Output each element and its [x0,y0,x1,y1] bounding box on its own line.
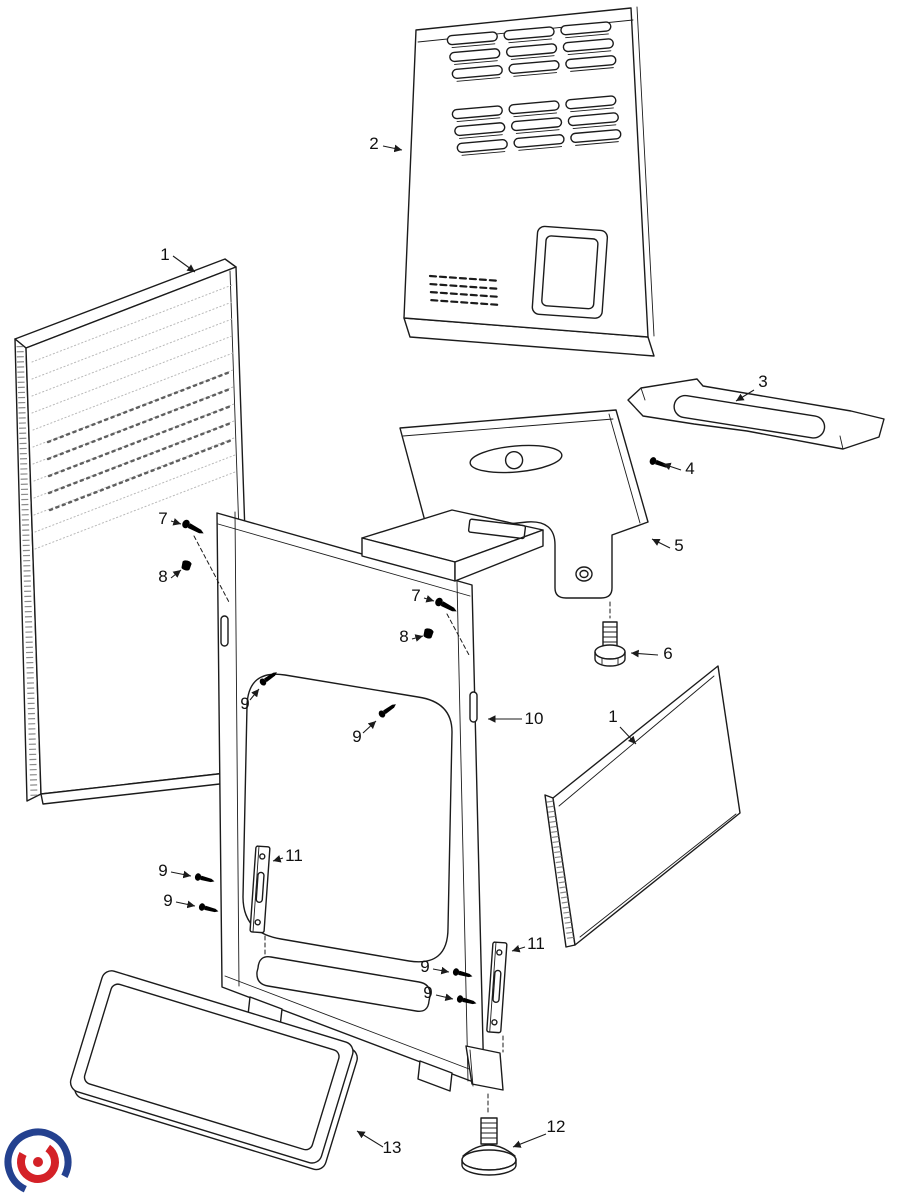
frame-left-rail-slot [220,615,229,647]
callout-leader-9-10 [249,688,260,701]
assembly-dashes [193,535,611,1115]
callout-leader-2-1 [382,144,403,153]
callout-leader-13-21 [356,1130,384,1148]
callout-leader-9-14 [432,966,450,975]
frame-corner-bracket [465,1045,504,1091]
back-panel-inset [531,225,609,319]
callout-label-8-7: 8 [158,567,167,586]
frame-vent-slot [256,956,431,1012]
part-12-leveling-foot [461,1117,517,1176]
callout-label-3-2: 3 [758,372,767,391]
side-panel-right-edge-hatch [546,800,575,942]
callout-leader-9-12 [170,870,192,879]
callout-label-1-0: 1 [160,245,169,264]
callout-label-10-16: 10 [525,709,544,728]
drawer-panel-face [69,970,354,1164]
callout-leader-12-20 [512,1133,547,1148]
callout-label-9-11: 9 [352,727,361,746]
callout-label-11-18: 11 [285,846,303,865]
callout-leader-8-9 [411,634,424,642]
callout-label-12-20: 12 [547,1117,566,1136]
callout-leader-1-17 [619,726,637,745]
callout-leader-9-15 [435,993,454,1001]
part-6-bolt [594,621,626,667]
callout-label-4-3: 4 [685,459,694,478]
part-11-bracket-left [249,845,271,934]
callout-label-9-13: 9 [163,891,172,910]
vent-louvers-middle [451,95,622,156]
part-5-support-bracket [361,409,649,599]
diagram-art [14,6,885,1176]
part-3-bracket-plate [627,378,885,450]
frame-left-rail-inner [234,511,240,987]
part-11-bracket-right [486,941,508,1034]
frame-foot-tab-right [417,1060,453,1092]
bracket-oval-hole [469,444,563,474]
callout-leader-7-6 [170,518,182,526]
vent-louvers-top [446,21,617,82]
back-panel-right-fold [636,6,655,337]
site-logo [1,1125,75,1199]
callout-leader-11-19 [511,945,526,953]
callout-label-5-4: 5 [674,536,683,555]
bracket-top-fold [402,418,614,437]
drawer-panel-inner-edge [83,983,340,1151]
bracket-shelf-side [454,529,544,582]
bracket-right-fold [608,413,641,524]
part-1-side-panel-right [544,665,741,948]
callout-label-9-14: 9 [420,957,429,976]
callout-label-11-19: 11 [527,934,545,953]
callout-leader-7-8 [423,595,435,603]
side-panel-right-face [552,665,741,946]
callout-leader-6-5 [630,649,659,658]
part-13-drawer-panel [69,970,358,1171]
vent-grid-small [428,274,499,306]
part-1-side-panel-left [14,258,256,805]
callout-label-6-5: 6 [663,644,672,663]
callout-leader-11-18 [272,855,284,863]
callout-leader-5-4 [651,538,671,549]
callout-label-7-6: 7 [158,509,167,528]
frame-top-rail-inner [217,523,471,597]
callout-leader-3-2 [735,389,755,402]
logo-swirl [17,1141,59,1183]
frame-opening [242,673,453,963]
side-panel-perforations [46,370,234,512]
part-10-frame [216,511,504,1092]
callout-label-7-8: 7 [411,586,420,605]
logo-center-dot [33,1157,43,1167]
side-panel-edge-hatch [16,345,38,797]
callout-label-8-9: 8 [399,627,408,646]
callout-label-13-21: 13 [383,1138,402,1157]
callout-leader-9-11 [362,720,377,734]
bracket-foot-hole [575,566,593,582]
callout-leader-1-0 [172,255,196,273]
callout-leader-4-3 [662,462,682,471]
frame-bottom-rail-inner [224,975,478,1073]
frame-right-rail-slot [469,691,478,723]
frame-right-rail-inner [456,580,469,1082]
callout-label-2-1: 2 [369,134,378,153]
callout-label-9-10: 9 [240,694,249,713]
callout-label-9-12: 9 [158,861,167,880]
callout-label-9-15: 9 [423,983,432,1002]
callout-label-1-17: 1 [608,707,617,726]
bracket-shelf-slot [467,518,527,540]
logo-ring [4,1128,72,1196]
part-2-back-panel [403,6,655,357]
callout-leader-8-7 [170,569,182,579]
callout-leader-9-13 [175,900,196,909]
